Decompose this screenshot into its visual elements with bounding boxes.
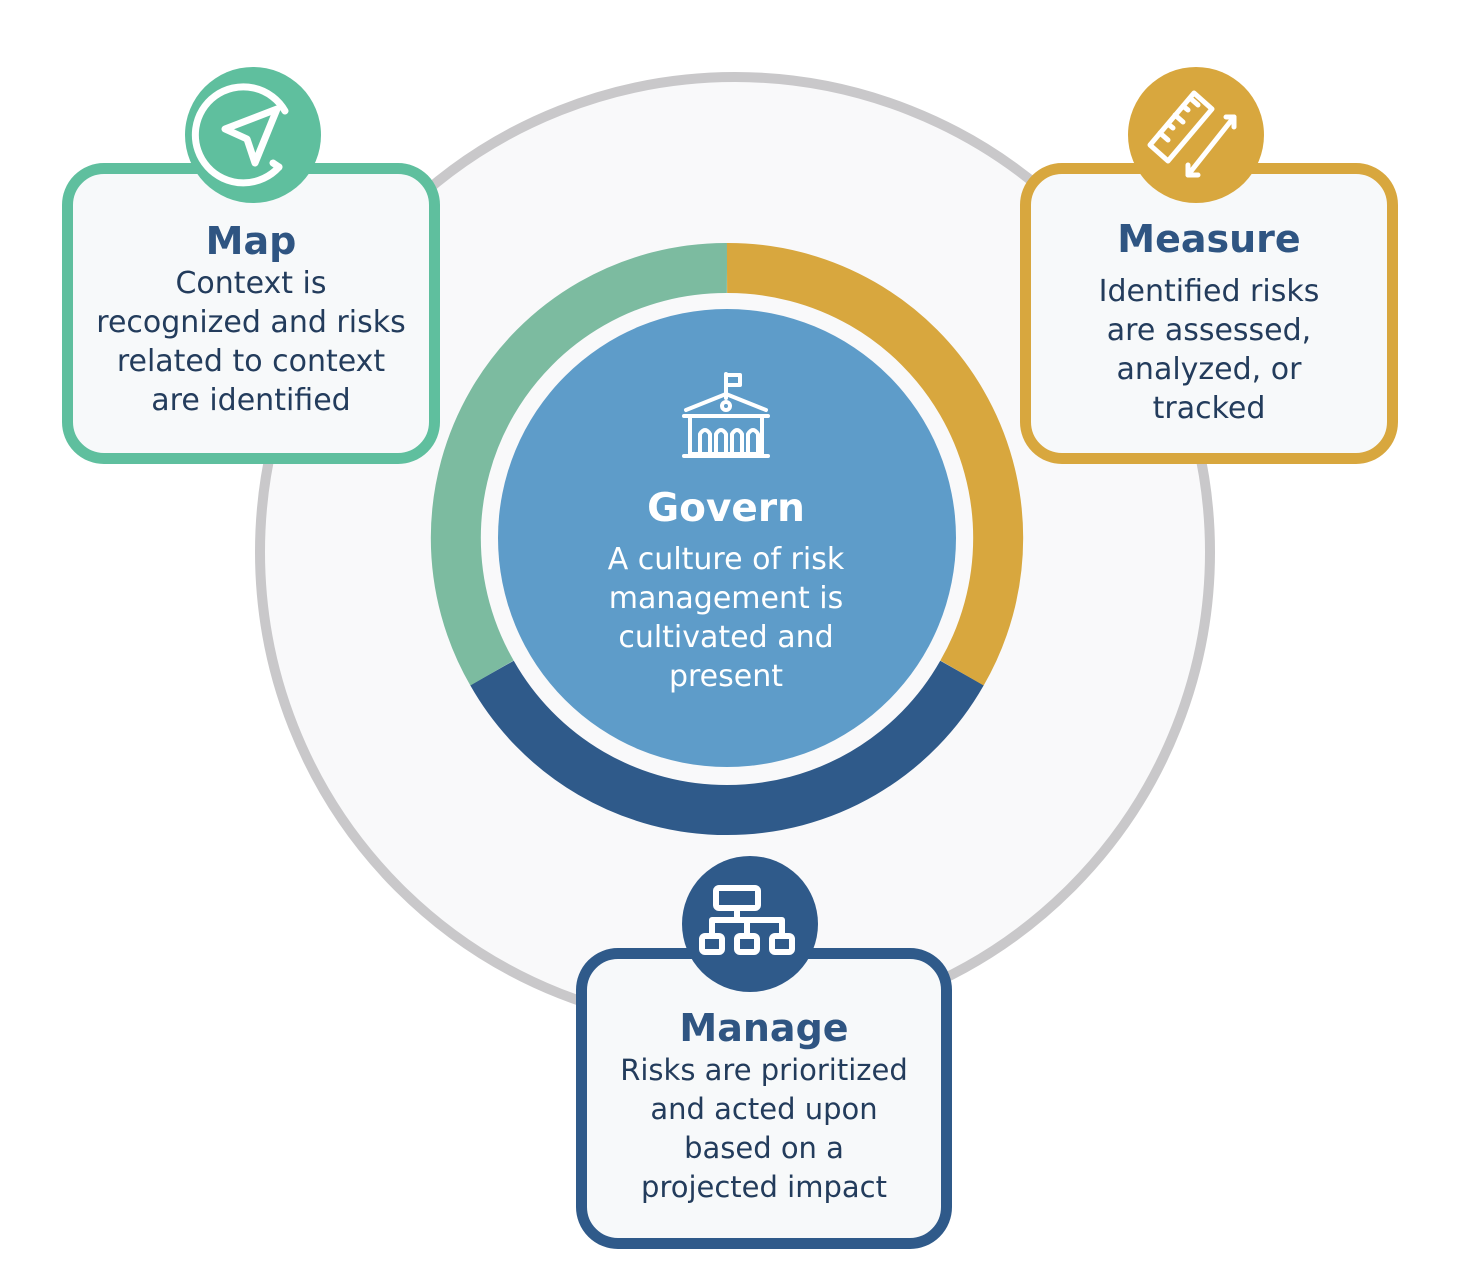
government-building-icon [682, 372, 770, 458]
map-card: Map Context is recognized and risks rela… [62, 163, 440, 464]
measure-description: Identified risks are assessed, analyzed,… [1098, 274, 1320, 426]
govern-title: Govern [647, 486, 805, 531]
map-description: Context is recognized and risks related … [96, 266, 406, 418]
manage-badge [682, 856, 818, 992]
map-badge [185, 67, 321, 203]
measure-card: Measure Identified risks are assessed, a… [1020, 163, 1398, 464]
govern-section: Govern A culture of risk management is c… [556, 484, 896, 696]
manage-card: Manage Risks are prioritized and acted u… [576, 948, 952, 1249]
ring-segment-map [430, 242, 728, 686]
ring-segment-manage [470, 660, 984, 836]
manage-title: Manage [679, 1006, 849, 1050]
navigation-arrow-icon [191, 83, 289, 187]
map-title: Map [205, 219, 297, 263]
ring-segment-measure [726, 242, 1024, 686]
hierarchy-chart-icon [699, 885, 795, 955]
ruler-measure-icon [1147, 90, 1237, 178]
manage-description: Risks are prioritized and acted upon bas… [620, 1053, 908, 1204]
govern-core [498, 309, 956, 767]
govern-description: A culture of risk management is cultivat… [607, 542, 845, 694]
measure-badge [1128, 67, 1264, 203]
measure-title: Measure [1117, 217, 1301, 261]
